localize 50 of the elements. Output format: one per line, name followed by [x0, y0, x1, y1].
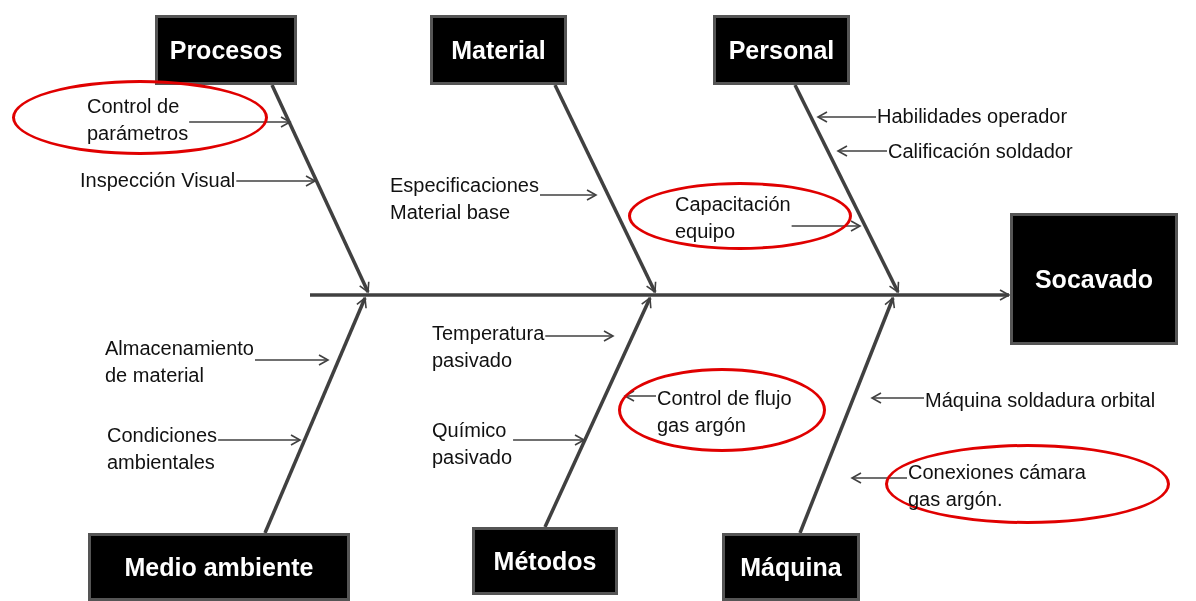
- category-box: [155, 15, 297, 85]
- cause-arrow: [254, 354, 329, 366]
- cause-label: Máquina soldadura orbital: [925, 388, 1156, 413]
- highlight-ellipse: [628, 182, 852, 250]
- cause-label: Control de parámetros: [87, 94, 190, 146]
- cause-arrow: [851, 472, 908, 484]
- effect-box: [1010, 213, 1178, 345]
- bone-arrow: [553, 84, 657, 293]
- highlight-ellipse: [12, 80, 268, 155]
- bone-arrow: [798, 297, 896, 534]
- cause-label: Condiciones ambientales: [107, 423, 219, 475]
- cause-arrow: [235, 175, 316, 187]
- category-label: Máquina: [740, 552, 842, 582]
- bone-arrow: [310, 289, 1010, 301]
- category-label: Material: [451, 35, 546, 65]
- category-box: [88, 533, 350, 601]
- effect-label: Socavado: [1034, 264, 1154, 294]
- category-label: Medio ambiente: [124, 552, 314, 582]
- cause-label: Control de flujo gas argón: [657, 386, 793, 438]
- cause-arrow: [217, 434, 301, 446]
- cause-label: Especificaciones Material base: [390, 173, 540, 225]
- category-box: [713, 15, 850, 85]
- cause-arrow: [512, 434, 585, 446]
- cause-arrow: [817, 111, 877, 123]
- category-label: Métodos: [493, 546, 597, 576]
- cause-label: Calificación soldador: [888, 139, 1073, 164]
- bone-arrow: [263, 297, 367, 534]
- cause-label: Temperatura pasivado: [432, 321, 546, 373]
- cause-arrow: [790, 220, 861, 232]
- category-label: Procesos: [169, 35, 283, 65]
- bone-arrow: [793, 84, 900, 293]
- cause-label: Químico pasivado: [432, 418, 514, 470]
- bone-arrow: [543, 297, 652, 528]
- cause-label: Inspección Visual: [80, 168, 236, 193]
- category-box: [472, 527, 618, 595]
- highlight-ellipse: [618, 368, 826, 452]
- cause-label: Almacenamiento de material: [105, 336, 255, 388]
- cause-arrow: [544, 330, 614, 342]
- cause-arrow: [871, 392, 925, 404]
- category-box: [430, 15, 567, 85]
- category-box: [722, 533, 860, 601]
- cause-arrow: [188, 116, 291, 128]
- cause-label: Conexiones cámara gas argón.: [908, 460, 1087, 512]
- category-label: Personal: [728, 35, 835, 65]
- cause-label: Habilidades operador: [877, 104, 1068, 129]
- bone-arrow: [270, 84, 370, 293]
- highlight-ellipse: [885, 444, 1170, 524]
- cause-arrow: [837, 145, 888, 157]
- cause-label: Capacitación equipo: [675, 192, 792, 244]
- cause-arrow: [539, 189, 597, 201]
